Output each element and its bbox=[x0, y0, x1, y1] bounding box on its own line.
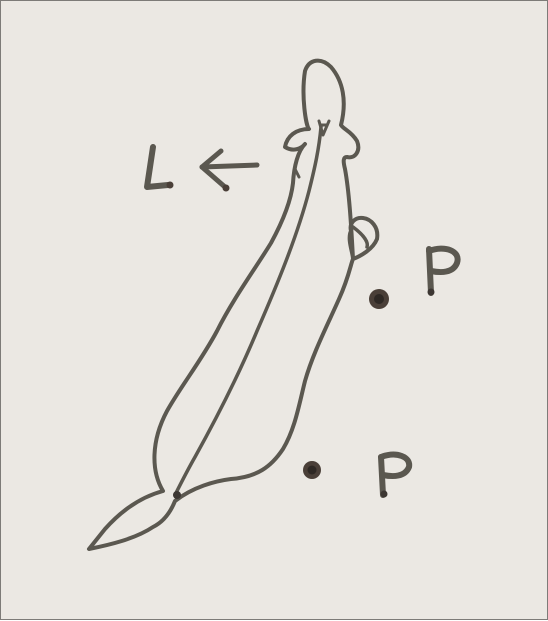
specimen-midline bbox=[175, 127, 321, 495]
letter-p-upper-mark bbox=[428, 249, 458, 296]
left-arrow-icon bbox=[202, 151, 257, 192]
base-joint-mark bbox=[173, 491, 181, 499]
specimen-outline bbox=[89, 61, 377, 549]
dot-lower bbox=[303, 461, 321, 479]
letter-p-lower-mark bbox=[381, 455, 410, 498]
letter-l-mark bbox=[147, 147, 174, 189]
dot-upper bbox=[369, 289, 389, 309]
